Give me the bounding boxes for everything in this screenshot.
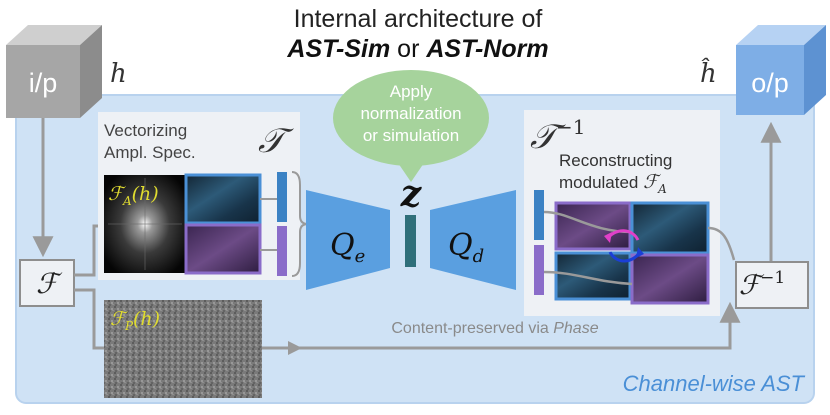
title-name1: AST-Sim [286, 35, 390, 63]
bubble-line2: normalization [360, 104, 461, 123]
output-cube: o/p [736, 25, 826, 115]
vectorizing-line1: Vectorizing [104, 121, 187, 140]
branch-to-phase [74, 288, 104, 350]
recon-patch-blue-top [630, 201, 710, 255]
recon-curve-out [707, 226, 736, 261]
reconstruct-line1: Reconstructing [559, 151, 672, 170]
encoder-label: Qe [330, 228, 365, 267]
reconstruct-symbol-sup: −1 [556, 115, 585, 139]
recon-curve-bottom [543, 270, 633, 286]
decoder-label: Qd [448, 228, 484, 267]
phase-label-arg: (h) [133, 308, 160, 330]
amplitude-label-main: ℱ [108, 183, 126, 205]
phase-path-line [262, 301, 741, 350]
fourier-box [19, 259, 75, 307]
input-cube: i/p [6, 25, 102, 118]
latent-bar [405, 215, 416, 267]
input-label: i/p [29, 68, 58, 98]
latent-symbol: z [400, 173, 423, 215]
title-joiner: or [390, 35, 426, 63]
input-symbol: h [110, 59, 127, 89]
output-label: o/p [751, 68, 789, 98]
bubble-line3: or simulation [363, 126, 459, 145]
phase-label: ℱP(h) [110, 308, 160, 333]
output-symbol: ĥ [700, 57, 717, 89]
phase-path-text-emph: Phase [553, 320, 598, 337]
title-line1: Internal architecture of [294, 5, 543, 33]
decoder-block [430, 190, 516, 290]
phase-path-mid-arrow [288, 341, 302, 355]
reconstruct-symbol: 𝒯−1 [530, 115, 586, 157]
amplitude-label-arg: (h) [132, 183, 159, 205]
vector-bar-blue-right [534, 190, 544, 240]
amplitude-label-sub: A [122, 194, 132, 208]
amplitude-label: ℱA(h) [108, 183, 159, 208]
vector-bar-blue-left [277, 172, 287, 222]
amplitude-patch-blue [184, 173, 262, 225]
encoder-main: Q [330, 228, 355, 263]
vectorizing-line2: Ampl. Spec. [104, 143, 196, 162]
encoder-block [306, 190, 390, 290]
phase-path-text: Content-preserved via Phase [391, 320, 598, 337]
vector-bar-purple-left [277, 226, 287, 276]
reconstruct-line2-text: modulated [559, 173, 643, 192]
vector-bar-purple-right [534, 245, 544, 295]
amplitude-spectrum-image [104, 175, 186, 273]
panel-caption: Channel-wise AST [623, 371, 806, 396]
title-line2: AST-Sim or AST-Norm [286, 35, 548, 63]
reconstruct-line2-math: ℱ [643, 171, 661, 193]
phase-image [104, 300, 262, 398]
reconstruct-line2-sub: A [657, 182, 667, 196]
reconstruct-line2: modulated ℱA [559, 171, 667, 196]
swap-arrows-icon [604, 229, 644, 263]
title-name2: AST-Norm [425, 35, 548, 63]
inverse-fourier-box [735, 261, 809, 309]
recon-patch-purple-bottom [630, 253, 710, 305]
decoder-main: Q [448, 228, 473, 263]
phase-label-main: ℱ [110, 308, 128, 330]
decoder-sub: d [473, 246, 485, 267]
phase-label-sub: P [124, 319, 134, 333]
bubble-line1: Apply [390, 82, 433, 101]
apply-bubble: Apply normalization or simulation [333, 70, 489, 182]
encoder-sub: e [355, 246, 366, 267]
phase-path-text-main: Content-preserved via [391, 320, 553, 337]
amplitude-patch-purple [184, 223, 262, 275]
inverse-fourier-sup: −1 [760, 268, 785, 288]
